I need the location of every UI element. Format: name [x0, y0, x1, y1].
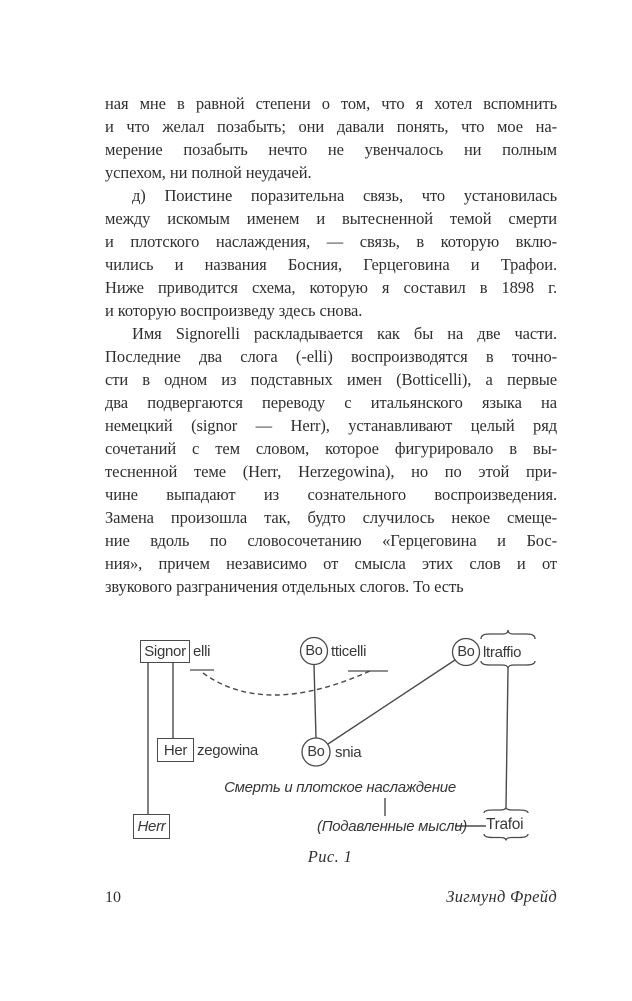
text-line: ния», причем независимо от смысла этих с…: [105, 554, 557, 573]
running-title: Зигмунд Фрейд: [446, 887, 557, 906]
text-line: успехом, ни полной неудачей.: [105, 163, 312, 182]
text-line: Замена произошла так, будто случилось не…: [105, 508, 557, 527]
text-line: и которую воспроизведу здесь снова.: [105, 301, 363, 320]
botticelli-circle-label: Bo: [305, 643, 323, 659]
signorelli-box: Signor: [140, 640, 190, 663]
text-line: чились и названия Босния, Герцеговина и …: [105, 255, 557, 274]
boltraffio-suffix-label: ltraffio: [483, 644, 522, 661]
text-line: тесненной теме (Herr, Herzegowina), но п…: [105, 462, 557, 481]
page-footer: 10 Зигмунд Фрейд: [105, 887, 557, 907]
herr-box-label: Herr: [137, 818, 166, 835]
text-line: мерение позабыть нечто не увенчалось ни …: [105, 140, 557, 159]
herzegowina-suffix-label: zegowina: [197, 742, 258, 759]
page-number: 10: [105, 889, 121, 906]
text-line: ние вдоль по словосочетанию «Герцеговина…: [105, 531, 557, 550]
text-line: сти в одном из подставных имен (Botticel…: [105, 370, 557, 389]
repressed-theme-label: Смерть и плотское наслаждение: [224, 779, 456, 796]
text-line: между искомым именем и вытесненной темой…: [105, 209, 557, 228]
diagram-connector-lines: [147, 629, 536, 841]
herzegowina-box: Her: [157, 738, 194, 762]
signorelli-suffix-label: elli: [193, 643, 211, 660]
text-line: Имя Signorelli раскладывается как бы на …: [132, 324, 557, 343]
text-line: д) Поистине поразительна связь, что уста…: [132, 186, 557, 205]
text-line: и что желал позабыть; они давали понять,…: [105, 117, 557, 136]
bosnia-suffix-label: snia: [335, 744, 362, 761]
text-line: Ниже приводится схема, которую я состави…: [105, 278, 557, 297]
text-line: два подвергаются переводу с итальянского…: [105, 393, 557, 412]
body-text: ная мне в равной степени о том, что я хо…: [105, 92, 557, 598]
suppressed-thoughts-label: (Подавленные мысли): [317, 818, 467, 835]
herr-box: Herr: [133, 814, 170, 839]
text-line: сочетаний с тем словом, которое фигуриро…: [105, 439, 557, 458]
text-line: чине выпадают из сознательного воспроизв…: [105, 485, 557, 504]
botticelli-suffix-label: tticelli: [331, 643, 367, 660]
text-line: немецкий (signor — Herr), устанавливают …: [105, 416, 557, 435]
text-line: ная мне в равной степени о том, что я хо…: [105, 94, 557, 113]
herzegowina-box-label: Her: [163, 741, 188, 759]
text-line: Последние два слога (-elli) воспроизводя…: [105, 347, 557, 366]
trafoi-label: Trafoi: [486, 816, 524, 833]
signorelli-box-label: Signor: [144, 643, 186, 660]
figure-caption: Рис. 1: [307, 847, 353, 866]
text-line: и плотского наслаждения, — связь, в кото…: [105, 232, 557, 251]
text-line: звукового разграничения отдельных слогов…: [105, 577, 464, 596]
boltraffio-circle-label: Bo: [457, 644, 475, 660]
figure-diagram: Signor elli Bo tticelli Bo ltraffio Her …: [0, 620, 632, 880]
bosnia-circle-label: Bo: [307, 744, 325, 760]
